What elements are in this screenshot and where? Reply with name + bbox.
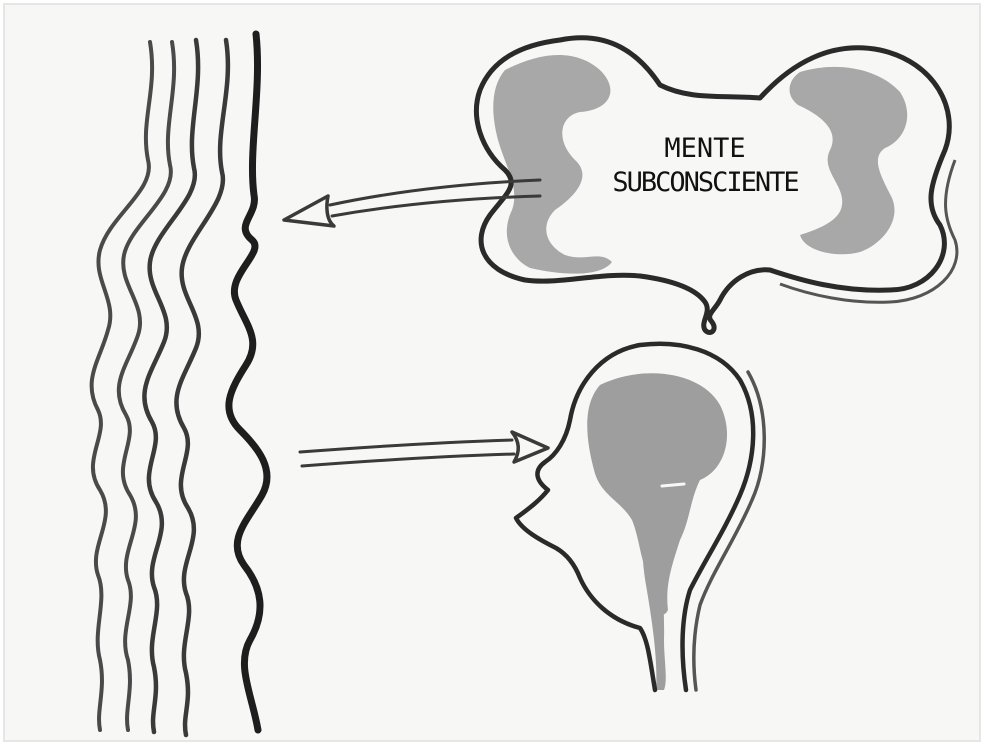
cloud-outline [474,35,952,335]
wavy-lines [89,30,271,738]
paper-background [3,3,981,742]
brain-stem-wash [642,520,666,690]
subconscious-cloud [474,35,959,335]
arrow-shaft-top [328,178,542,207]
cloud-label-line-2: SUBCONSCIENTE [612,167,799,198]
cloud-shadow [779,159,959,304]
brain-highlight [660,482,686,488]
cloud-wash-right [789,66,908,255]
cloud-label: MENTE SUBCONSCIENTE [560,132,850,200]
arrow2-shaft-top [298,438,514,454]
arrow2-shaft-bottom [300,452,516,468]
arrow2-head [510,430,550,464]
arrow-head [282,194,336,228]
wavy-line-5 [225,30,271,734]
wavy-line-1 [89,40,155,732]
waves-to-head-arrow [298,430,550,468]
cloud-wash [493,54,612,274]
head-shadow [692,370,766,692]
wavy-line-4 [174,37,231,738]
head-profile [513,341,766,693]
cloud-label-line-1: MENTE [664,133,746,164]
wavy-line-3 [142,37,201,735]
brain-wash [587,373,728,615]
cloud-to-waves-arrow [282,178,542,228]
head-outline [513,341,756,693]
arrow-shaft-bottom [330,194,542,218]
wavy-line-2 [116,40,177,732]
